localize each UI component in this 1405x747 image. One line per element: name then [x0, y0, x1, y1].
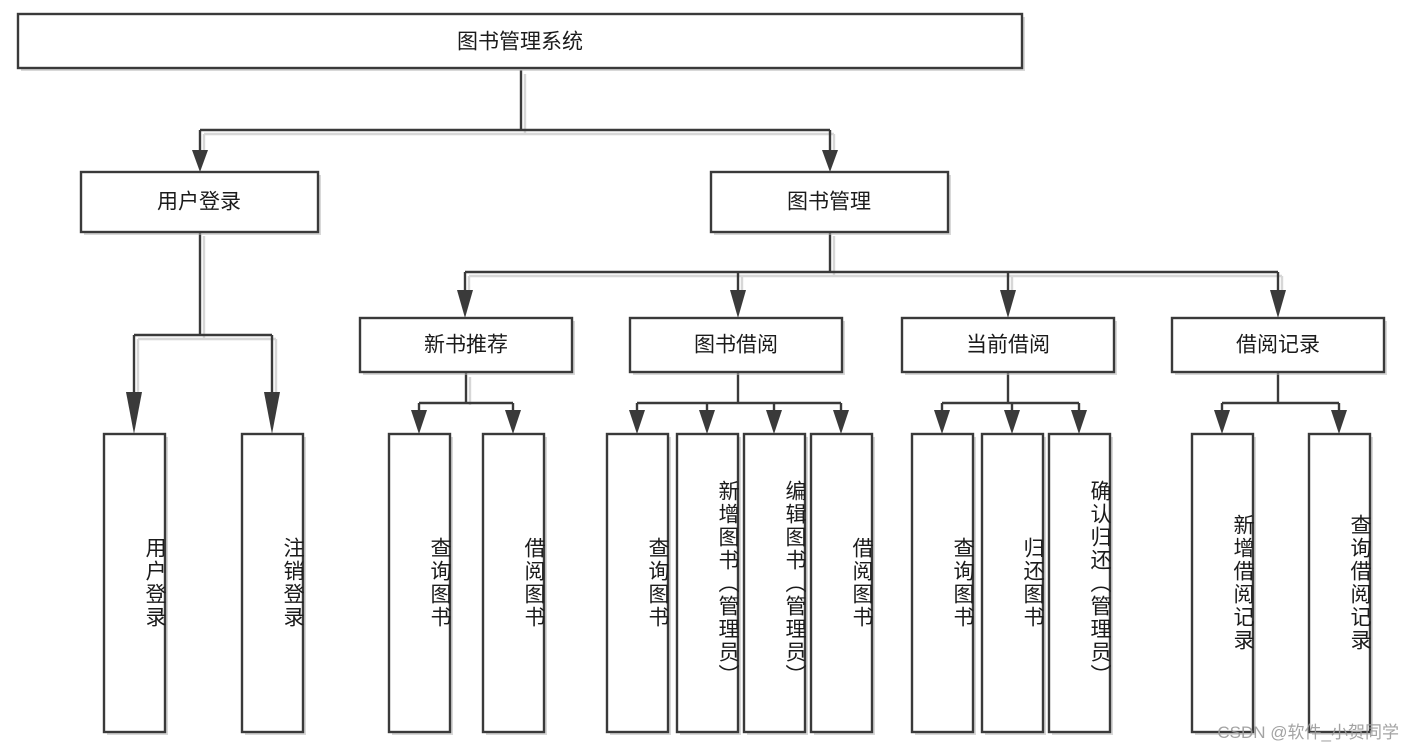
leaf-confirm-return-admin[interactable]	[1047, 432, 1113, 735]
node-root-label: 图书管理系统	[457, 31, 583, 54]
node-borrow-record[interactable]: 借阅记录	[1170, 316, 1387, 375]
node-user-login[interactable]: 用户登录	[79, 170, 321, 235]
node-borrow-record-label: 借阅记录	[1236, 334, 1320, 357]
connector-layer	[126, 70, 1347, 434]
leaf-add-book-admin[interactable]	[675, 432, 741, 735]
leaf-query-book-3[interactable]	[910, 432, 976, 735]
node-new-book-recommend-label: 新书推荐	[424, 334, 508, 357]
leaf-query-borrow-record[interactable]	[1307, 432, 1373, 735]
node-current-borrow[interactable]: 当前借阅	[900, 316, 1117, 375]
node-book-management[interactable]: 图书管理	[709, 170, 951, 235]
leaf-add-borrow-record[interactable]	[1190, 432, 1256, 735]
leaf-edit-book-admin[interactable]	[742, 432, 808, 735]
node-book-management-label: 图书管理	[787, 191, 871, 214]
leaf-return-book[interactable]	[980, 432, 1046, 735]
node-new-book-recommend[interactable]: 新书推荐	[358, 316, 575, 375]
node-book-borrow[interactable]: 图书借阅	[628, 316, 845, 375]
node-root[interactable]: 图书管理系统	[16, 12, 1025, 71]
watermark: CSDN @软件_小贺同学	[1217, 723, 1399, 742]
node-user-login-label: 用户登录	[157, 191, 241, 214]
leaf-borrow-book-2[interactable]	[809, 432, 875, 735]
leaf-borrow-book-1[interactable]	[481, 432, 547, 735]
node-book-borrow-label: 图书借阅	[694, 334, 778, 357]
leaf-user-login[interactable]	[102, 432, 168, 735]
leaf-query-book-1[interactable]	[387, 432, 453, 735]
node-current-borrow-label: 当前借阅	[966, 334, 1050, 357]
leaf-logout[interactable]	[240, 432, 306, 735]
leaf-layer	[102, 432, 1373, 735]
leaf-query-book-2[interactable]	[605, 432, 671, 735]
